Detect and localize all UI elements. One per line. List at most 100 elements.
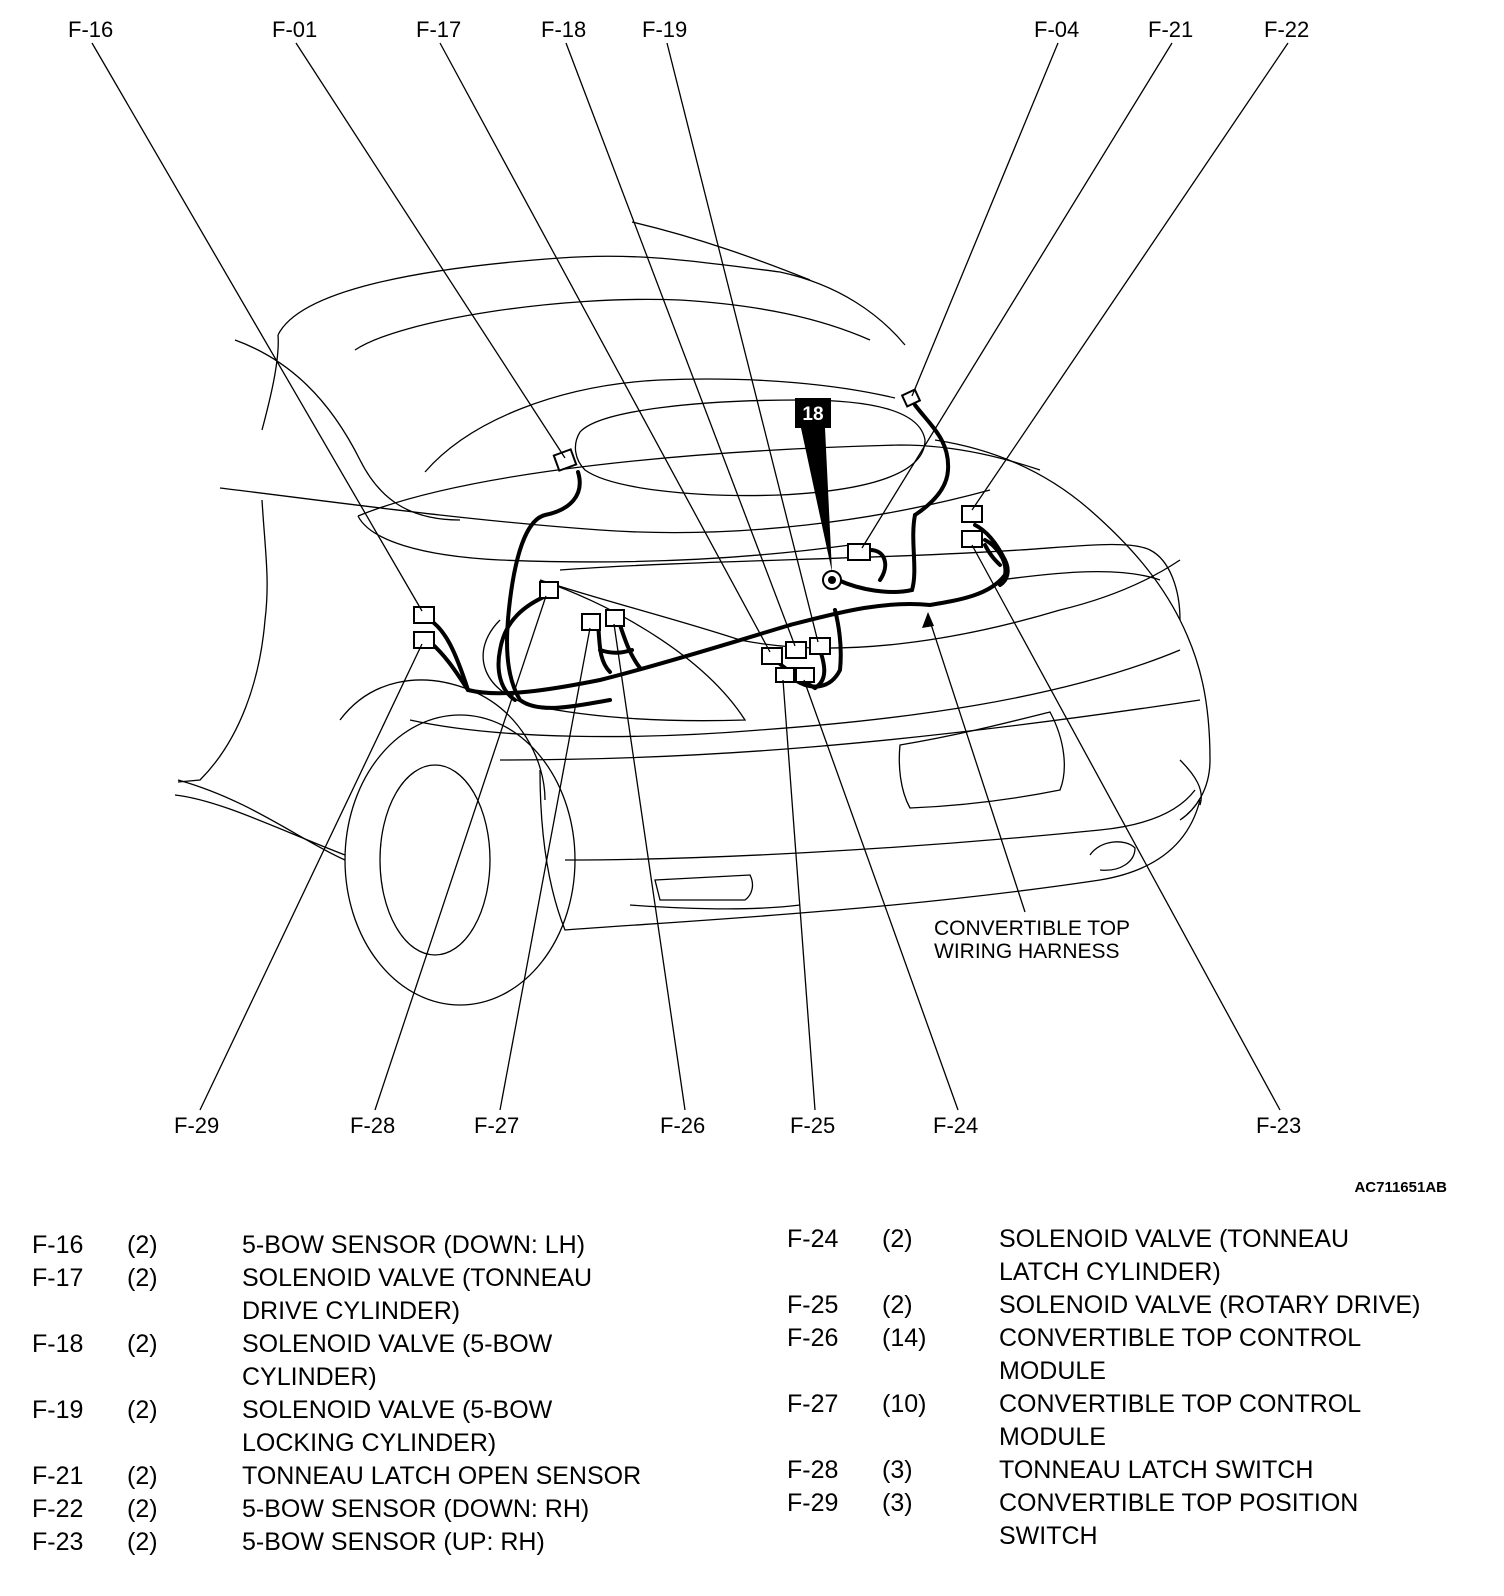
legend-row: F-27 (10) CONVERTIBLE TOP CONTROL xyxy=(787,1388,1477,1421)
legend-pins xyxy=(882,1520,999,1553)
harness-label-line-1: CONVERTIBLE TOP xyxy=(934,917,1130,940)
legend-code xyxy=(32,1427,127,1460)
connector-f27 xyxy=(539,581,559,599)
legend-code: F-16 xyxy=(32,1231,84,1259)
legend-description: CYLINDER) xyxy=(242,1363,377,1391)
callout-f17: F-17 xyxy=(416,17,461,42)
legend-pins xyxy=(882,1256,999,1289)
legend-code: F-23 xyxy=(32,1528,84,1556)
callout-f01: F-01 xyxy=(272,17,317,42)
legend-row: MODULE xyxy=(787,1355,1477,1388)
legend-row: DRIVE CYLINDER) xyxy=(32,1295,722,1328)
callout-f16: F-16 xyxy=(68,17,113,42)
legend-code: F-18 xyxy=(32,1330,84,1358)
legend-pins xyxy=(882,1421,999,1454)
legend-code xyxy=(32,1361,127,1394)
legend-pins: (2) xyxy=(127,1396,158,1424)
legend-code xyxy=(32,1295,127,1328)
connector-f28 xyxy=(581,613,601,631)
legend-pins: (2) xyxy=(127,1495,158,1523)
legend-description: SOLENOID VALVE (ROTARY DRIVE) xyxy=(999,1291,1421,1319)
legend-row: MODULE xyxy=(787,1421,1477,1454)
legend-description: TONNEAU LATCH OPEN SENSOR xyxy=(242,1462,642,1490)
callout-f29: F-29 xyxy=(174,1113,219,1138)
callout-f04: F-04 xyxy=(1034,17,1079,42)
connector-f22 xyxy=(961,505,983,523)
legend-description: 5-BOW SENSOR (DOWN: RH) xyxy=(242,1495,590,1523)
legend-code: F-19 xyxy=(32,1396,84,1424)
legend-code: F-17 xyxy=(32,1264,84,1292)
legend-description: 5-BOW SENSOR (UP: RH) xyxy=(242,1528,545,1556)
callout-f24: F-24 xyxy=(933,1113,978,1138)
legend-row: F-21 (2) TONNEAU LATCH OPEN SENSOR xyxy=(32,1460,722,1493)
marker-18: 18 xyxy=(795,398,832,572)
legend-row: F-28(3)TONNEAU LATCH SWITCH xyxy=(787,1454,1477,1487)
legend-pins xyxy=(882,1355,999,1388)
connector-f26 xyxy=(605,609,625,627)
legend-pins: (2) xyxy=(882,1291,913,1319)
legend-code: F-24 xyxy=(787,1225,839,1253)
callout-f21: F-21 xyxy=(1148,17,1193,42)
connector-f18 xyxy=(785,641,807,659)
harness-label-line-2: WIRING HARNESS xyxy=(934,940,1120,963)
callout-f27: F-27 xyxy=(474,1113,519,1138)
connector-f04 xyxy=(900,388,922,408)
legend-code xyxy=(787,1421,882,1454)
legend-description: SOLENOID VALVE (5-BOW xyxy=(242,1330,553,1358)
legend-row: SWITCH xyxy=(787,1520,1477,1553)
harness-arrow xyxy=(922,612,934,628)
legend-pins xyxy=(127,1361,242,1394)
car-body xyxy=(174,221,1211,1006)
legend-row: LOCKING CYLINDER) xyxy=(32,1427,722,1460)
legend-code: F-29 xyxy=(787,1489,839,1517)
legend-description: SOLENOID VALVE (5-BOW xyxy=(242,1396,553,1424)
legend-row: CYLINDER) xyxy=(32,1361,722,1394)
legend-row: F-16(2)5-BOW SENSOR (DOWN: LH) xyxy=(32,1229,722,1262)
legend-row: F-17 (2) SOLENOID VALVE (TONNEAU xyxy=(32,1262,722,1295)
legend-row: F-29(3)CONVERTIBLE TOP POSITION xyxy=(787,1487,1477,1520)
callout-f18: F-18 xyxy=(541,17,586,42)
legend-pins: (2) xyxy=(127,1462,158,1490)
legend-row: F-22(2)5-BOW SENSOR (DOWN: RH) xyxy=(32,1493,722,1526)
legend-description: MODULE xyxy=(999,1357,1106,1385)
callout-f23: F-23 xyxy=(1256,1113,1301,1138)
legend-description: CONVERTIBLE TOP CONTROL xyxy=(999,1324,1362,1352)
legend-left: F-16(2)5-BOW SENSOR (DOWN: LH)F-17(2)SOL… xyxy=(32,1229,722,1559)
legend-description: MODULE xyxy=(999,1423,1106,1451)
connector-f19 xyxy=(809,637,831,655)
legend-pins: (10) xyxy=(882,1390,927,1418)
harness-label: CONVERTIBLE TOP WIRING HARNESS xyxy=(934,917,1130,963)
legend-pins xyxy=(127,1295,242,1328)
legend-code: F-25 xyxy=(787,1291,839,1319)
legend-pins: (2) xyxy=(127,1264,158,1292)
legend-description: CONVERTIBLE TOP CONTROL xyxy=(999,1390,1362,1418)
legend-pins: (2) xyxy=(882,1225,913,1253)
leader-lines xyxy=(91,42,1289,1111)
figure-id: AC711651AB xyxy=(1354,1179,1447,1196)
legend-row: F-24 (2) SOLENOID VALVE (TONNEAU xyxy=(787,1223,1477,1256)
connector-f29 xyxy=(413,631,435,649)
callout-f25: F-25 xyxy=(790,1113,835,1138)
legend-pins: (3) xyxy=(882,1456,913,1484)
connector-f17 xyxy=(761,647,783,665)
legend-description: SWITCH xyxy=(999,1522,1098,1550)
legend-description: SOLENOID VALVE (TONNEAU xyxy=(242,1264,593,1292)
callout-f28: F-28 xyxy=(350,1113,395,1138)
connector-f24 xyxy=(795,667,815,683)
wiring-diagram: 18 F-16 F-01 F-17 F-18 F-19 F-04 F-21 F-… xyxy=(68,17,1447,1196)
callout-f19: F-19 xyxy=(642,17,687,42)
legend-code: F-21 xyxy=(32,1462,84,1490)
legend-code xyxy=(787,1520,882,1553)
legend-code xyxy=(787,1256,882,1289)
legend-code: F-26 xyxy=(787,1324,839,1352)
legend-pins: (2) xyxy=(127,1528,158,1556)
legend-pins: (2) xyxy=(127,1231,158,1259)
legend-code: F-27 xyxy=(787,1390,839,1418)
legend-pins: (2) xyxy=(127,1330,158,1358)
legend-row: F-25 (2) SOLENOID VALVE (ROTARY DRIVE) xyxy=(787,1289,1477,1322)
callout-f26: F-26 xyxy=(660,1113,705,1138)
connectors xyxy=(413,388,983,683)
connector-f16 xyxy=(413,606,435,624)
legend-description: SOLENOID VALVE (TONNEAU xyxy=(999,1225,1350,1253)
